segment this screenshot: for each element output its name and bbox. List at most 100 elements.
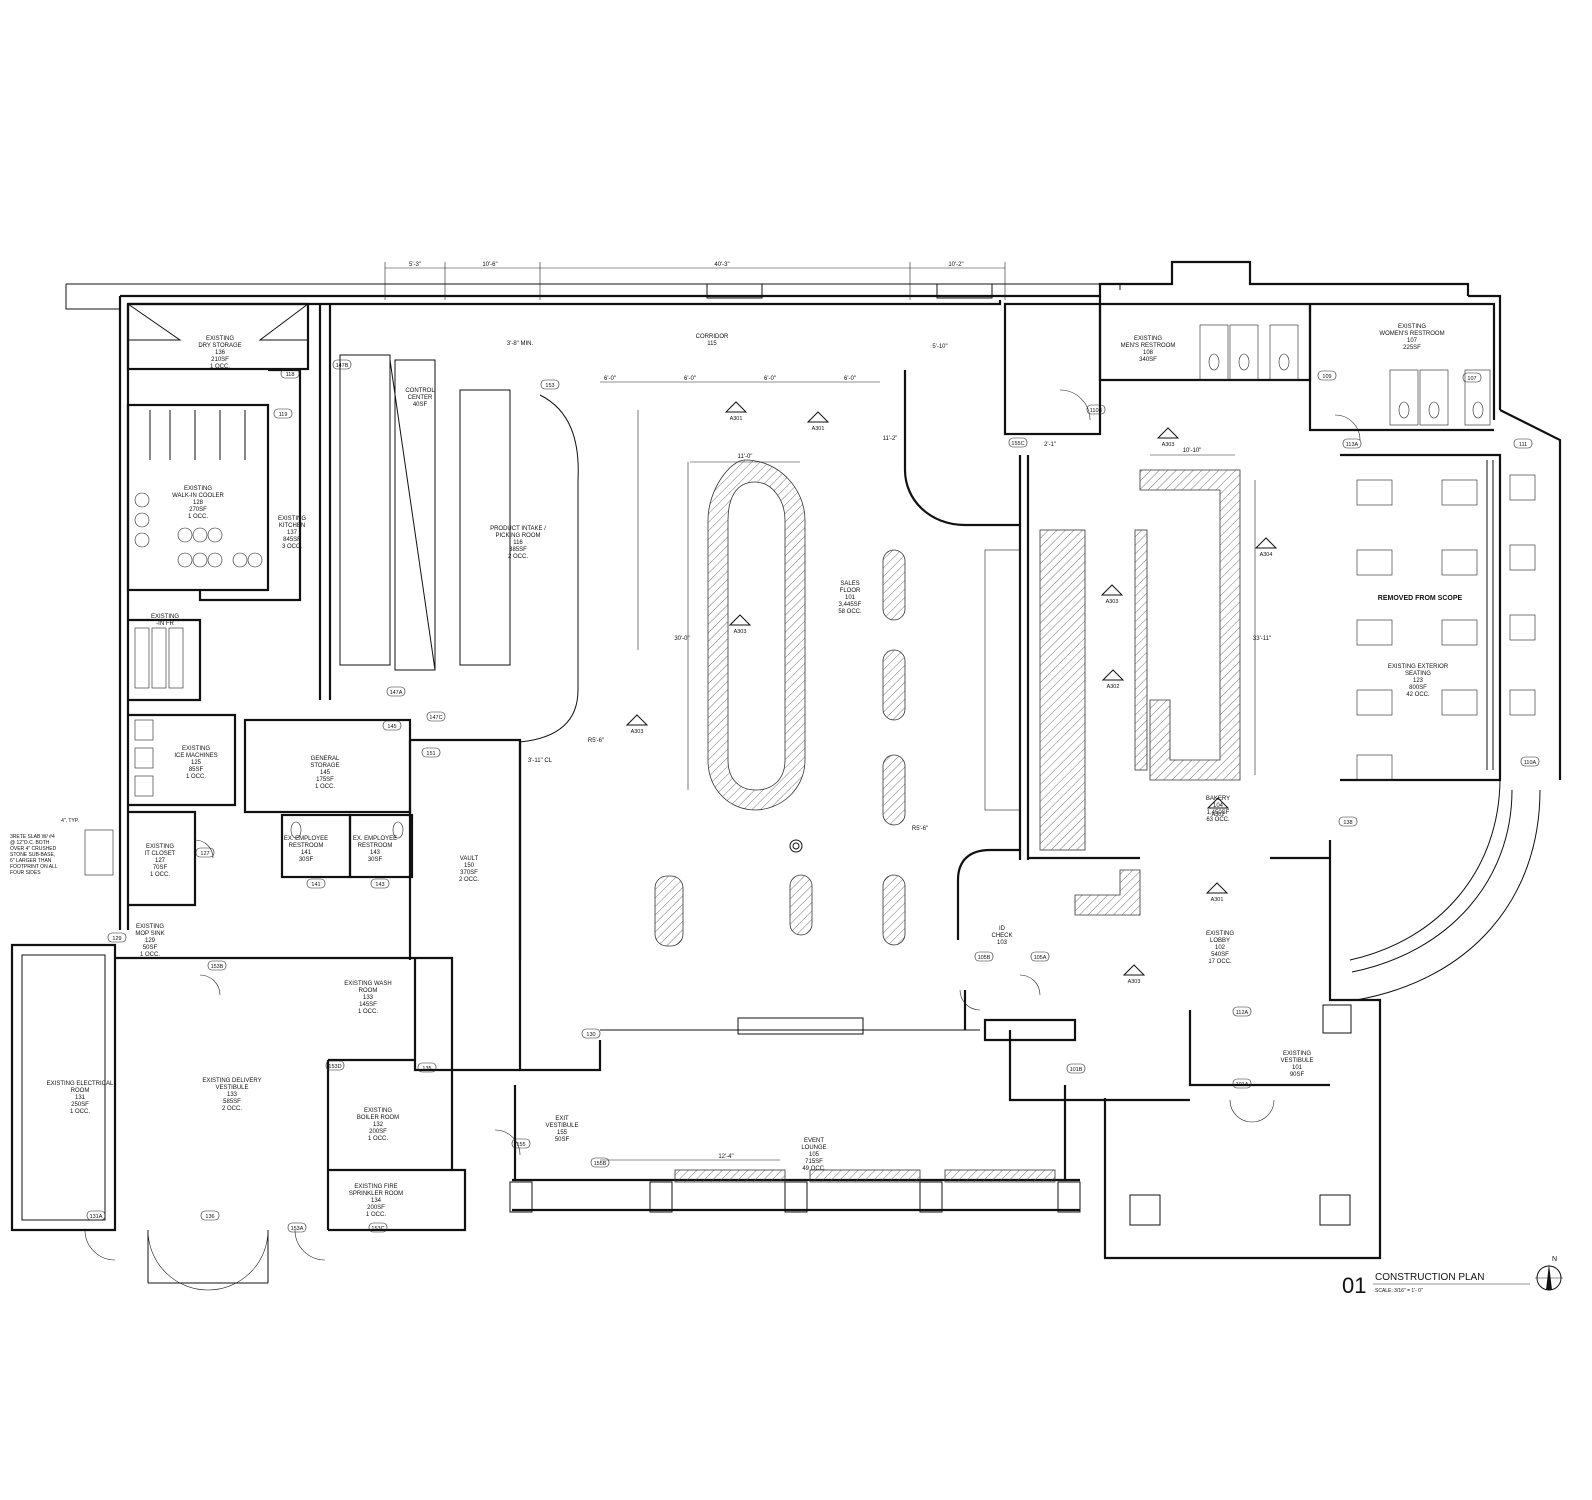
door-tag: 153C <box>368 1222 388 1233</box>
door-tag: 105B <box>974 951 994 962</box>
svg-text:A303: A303 <box>631 729 644 735</box>
door-tag: 127 <box>195 847 215 858</box>
svg-text:153C: 153C <box>371 1226 384 1232</box>
door-tag: 118 <box>280 368 300 379</box>
svg-text:A303: A303 <box>1106 599 1119 605</box>
door-tag: 138 <box>1338 816 1358 827</box>
door-tag: 141 <box>306 878 326 889</box>
svg-text:4", TYP.: 4", TYP. <box>61 818 79 824</box>
svg-text:A302: A302 <box>1212 812 1225 818</box>
door-tag: 135 <box>417 1062 437 1073</box>
door-tag: 109 <box>1317 370 1337 381</box>
door-tag: 147B <box>332 359 352 370</box>
door-tag: 112A <box>1232 1006 1252 1017</box>
dimension-label: 6'-0" <box>604 376 616 382</box>
svg-text:153A: 153A <box>291 1226 304 1232</box>
dimension-label: 2'-1" <box>1044 442 1056 448</box>
svg-text:107: 107 <box>1467 376 1476 382</box>
svg-text:105B: 105B <box>978 955 991 961</box>
section-marker-icon: A301 <box>724 401 748 422</box>
door-tag: 147A <box>386 686 406 697</box>
svg-text:147C: 147C <box>429 715 442 721</box>
drawing-title: CONSTRUCTION PLAN <box>1375 1272 1484 1283</box>
section-marker-icon: A303 <box>728 614 752 635</box>
dimension-label: 5'-3" <box>409 262 421 268</box>
section-marker-icon: A302 <box>1206 797 1230 818</box>
drawing-number: 01 <box>1342 1273 1366 1298</box>
section-markers: A301A301A303A303A302A302A303A304A303A303… <box>625 401 1278 985</box>
dimension-label: 6'-0" <box>844 376 856 382</box>
dimension-label: 6'-0" <box>764 376 776 382</box>
door-tag: 153D <box>325 1060 345 1071</box>
svg-text:130: 130 <box>586 1032 595 1038</box>
room-label: EXISTING-IN FR <box>151 614 179 627</box>
door-tag: 143 <box>370 878 390 889</box>
door-tag: 155B <box>590 1157 610 1168</box>
section-marker-icon: A301 <box>1205 882 1229 903</box>
svg-text:A303: A303 <box>1162 442 1175 448</box>
svg-text:136: 136 <box>205 1214 214 1220</box>
door-tag: 107 <box>1462 372 1482 383</box>
title-block: 01 CONSTRUCTION PLAN SCALE: 3/16" = 1'- … <box>1342 1256 1563 1298</box>
svg-text:138: 138 <box>1343 820 1352 826</box>
dimension-label: 11'-2" <box>883 436 898 442</box>
door-tag: 131A <box>86 1210 106 1221</box>
svg-text:118: 118 <box>286 372 295 378</box>
door-tag: 153B <box>207 960 227 971</box>
svg-text:A304: A304 <box>1260 552 1273 558</box>
section-marker-icon: A304 <box>1254 537 1278 558</box>
svg-text:147B: 147B <box>336 363 349 369</box>
dimension-label: 10'-10" <box>1183 448 1202 454</box>
door-tag: 147C <box>426 711 446 722</box>
dimension-label: 3'-8" MIN. <box>507 341 534 347</box>
svg-text:105A: 105A <box>1034 955 1047 961</box>
svg-text:151: 151 <box>426 751 435 757</box>
door-tag: 130 <box>581 1028 601 1039</box>
svg-text:155B: 155B <box>594 1161 607 1167</box>
door-tag: 153A <box>287 1222 307 1233</box>
svg-text:101A: 101A <box>1236 1082 1249 1088</box>
section-marker-icon: A303 <box>1122 964 1146 985</box>
svg-text:127: 127 <box>200 851 209 857</box>
section-marker-icon: A303 <box>1100 584 1124 605</box>
interior-walls <box>126 302 1502 1172</box>
exterior-walls <box>10 260 1562 1284</box>
svg-text:155C: 155C <box>1011 441 1024 447</box>
door-tag: 111 <box>1513 438 1533 449</box>
dimension-label: 6'-0" <box>684 376 696 382</box>
door-tag: 105A <box>1030 951 1050 962</box>
dimension-label: 10'-6" <box>482 262 497 268</box>
svg-text:135: 135 <box>422 1066 431 1072</box>
door-tag: 136 <box>200 1210 220 1221</box>
dimension-label: 3'-11" CL <box>528 758 553 764</box>
svg-text:145: 145 <box>387 724 396 730</box>
svg-text:109: 109 <box>1322 374 1331 380</box>
svg-text:A303: A303 <box>1128 979 1141 985</box>
svg-text:143: 143 <box>375 882 384 888</box>
svg-text:110B: 110B <box>1090 408 1103 414</box>
door-tag: 110B <box>1086 404 1106 415</box>
door-tag: 153 <box>540 379 560 390</box>
door-tag: 101B <box>1066 1063 1086 1074</box>
dimension-label: 33'-11" <box>1253 636 1271 642</box>
dimension-lines <box>384 262 1256 1161</box>
svg-text:110A: 110A <box>1524 760 1537 766</box>
door-swings <box>84 389 1361 1291</box>
dimension-label: 5'-10" <box>932 344 947 350</box>
svg-text:119: 119 <box>279 412 288 418</box>
